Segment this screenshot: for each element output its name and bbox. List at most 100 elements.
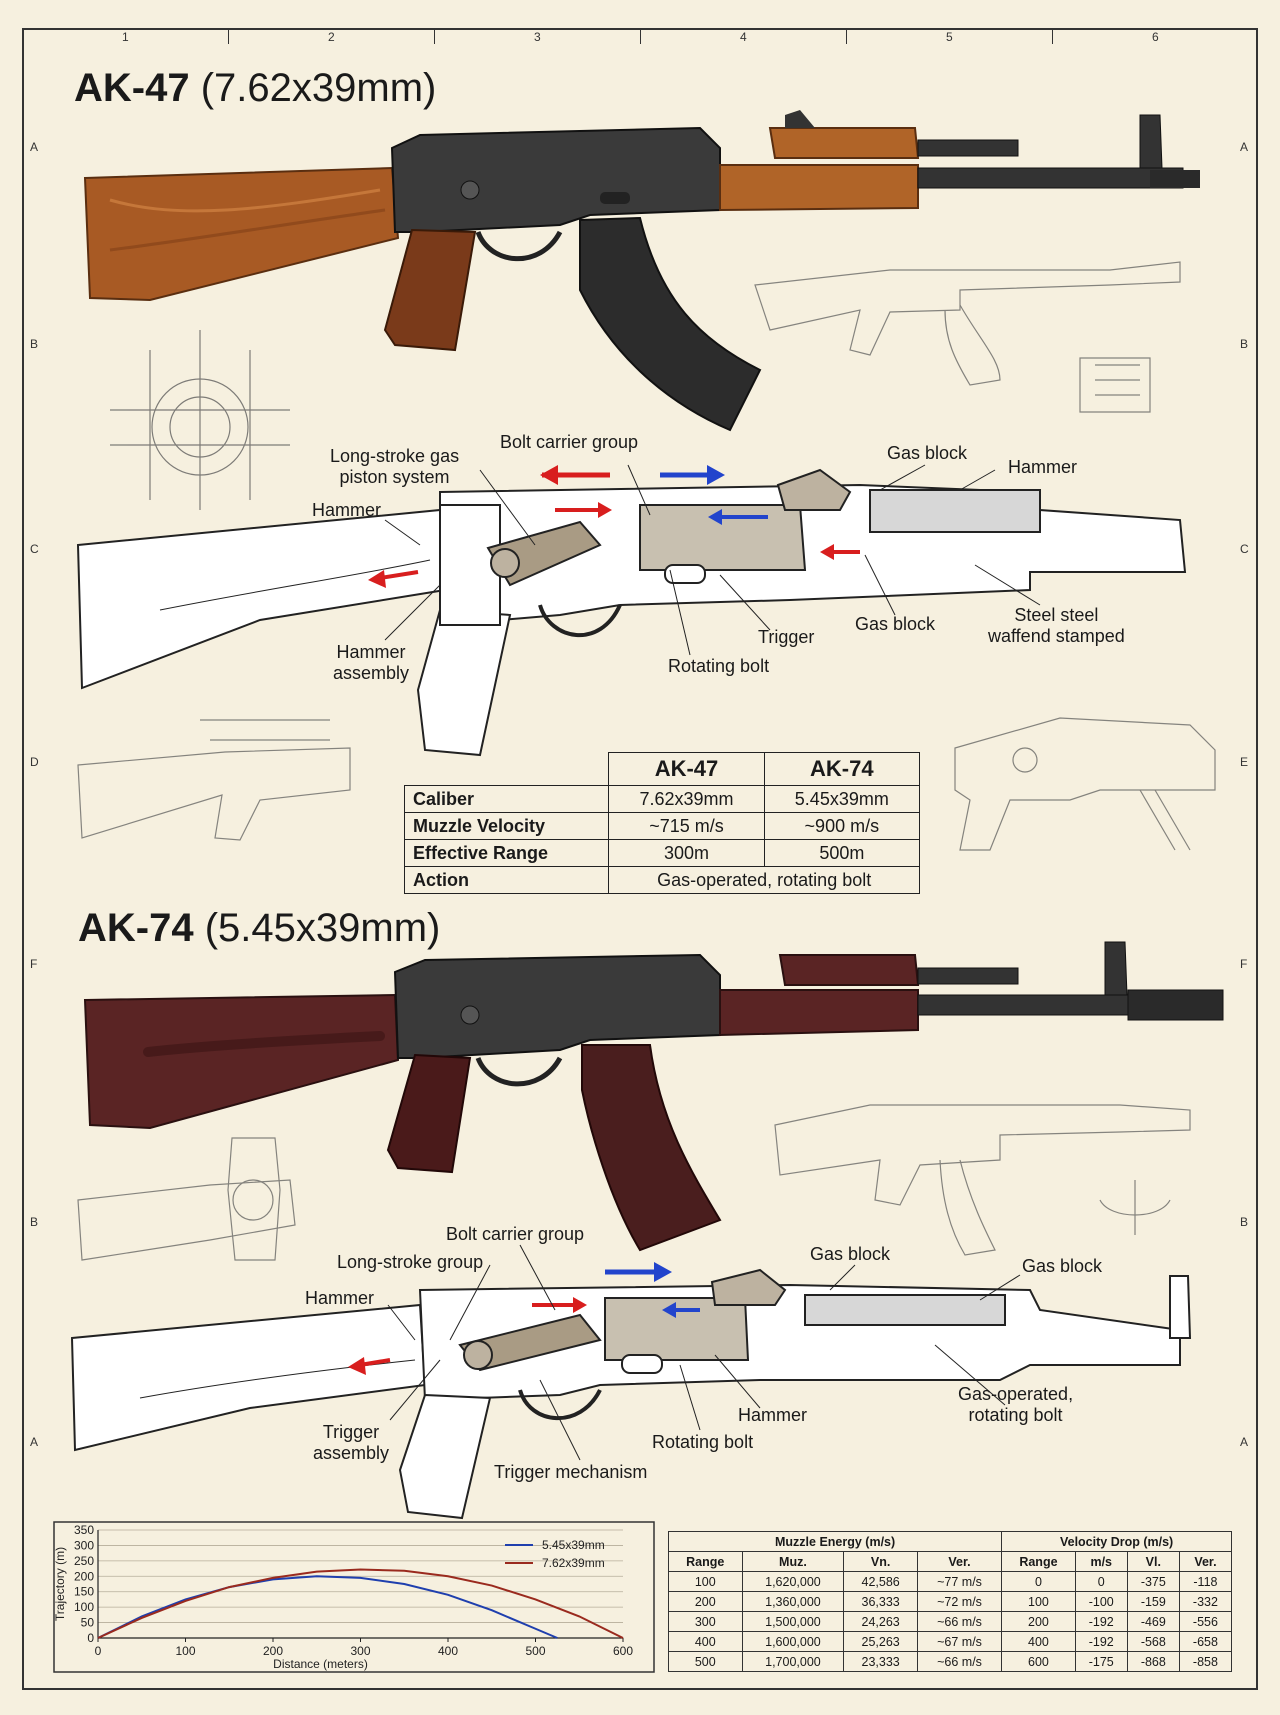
ak47-stock [83,166,400,302]
ballistics-cell: ~77 m/s [916,1571,1003,1592]
grid-column-label: 2 [328,30,335,44]
ak47-label-gas-block-bottom: Gas block [855,614,936,634]
grid-row-label-left: A [30,1435,39,1449]
ballistics-header-cell: m/s [1074,1551,1128,1572]
ballistics-cell: 42,586 [843,1571,918,1592]
ballistics-group-header: Velocity Drop (m/s) [1001,1531,1232,1552]
ballistics-cell: -568 [1126,1631,1180,1652]
ak74-label-hammer-bottom: Hammer [738,1405,808,1425]
ak74-pistol-grip [386,1053,472,1174]
ak47-title-caliber: (7.62x39mm) [200,66,437,110]
ak74-label-gas-block-a: Gas block [810,1244,891,1264]
ballistics-cell: 500 [668,1651,743,1672]
grid-column-tick [640,28,641,44]
ballistics-cell: ~66 m/s [916,1611,1003,1632]
series-line-7.62x39mm [97,1568,624,1639]
grid-column-label: 1 [122,30,129,44]
ak74-lower-handguard [719,989,919,1037]
ballistics-header-cell: Range [668,1551,743,1572]
ballistics-cell: -375 [1126,1571,1180,1592]
ak74-left-sketch [77,1137,296,1261]
ballistics-cell: 1,600,000 [741,1631,845,1652]
ak47-outline-sketch [754,261,1181,413]
spec-row-action: Action Gas-operated, rotating bolt [403,866,920,894]
x-tick-label: 600 [613,1644,633,1658]
ak47-label-hammer-assembly: Hammer assembly [333,642,410,683]
ak47-lower-handguard [719,164,919,212]
ak74-outline-sketch [774,1104,1191,1256]
grid-row-label-left: B [30,1215,39,1229]
grid-column-label: 4 [740,30,747,44]
bore-cross-section-sketch [110,330,290,510]
y-tick-label: 100 [74,1600,94,1614]
y-tick-label: 300 [74,1538,94,1552]
ballistics-cell: 1,620,000 [741,1571,845,1592]
ballistics-cell: 25,263 [843,1631,918,1652]
ballistics-header-cell: Ver. [1178,1551,1233,1572]
ballistics-header-cell: Vn. [843,1551,918,1572]
ballistics-cell: 400 [668,1631,743,1652]
ak74-upper-handguard [778,954,920,986]
ballistics-cell: 36,333 [843,1591,918,1612]
ak74-label-trigger-mechanism: Trigger mechanism [494,1462,648,1482]
ak47-pistol-grip [383,228,477,352]
ak47-label-hammer-left: Hammer [312,500,382,520]
spec-cell-ak47: ~715 m/s [608,812,765,840]
ballistics-table: Muzzle Energy (m/s) Velocity Drop (m/s) … [667,1531,1233,1672]
ak47-title: AK-47 (7.62x39mm) [74,66,436,110]
x-axis-label: Distance (meters) [273,1657,368,1671]
ballistics-cell: 200 [668,1591,743,1612]
x-tick-label: 0 [95,1644,102,1658]
ballistics-cell: 0 [1074,1571,1128,1592]
ak74-leader-lines [387,1244,1021,1461]
ak74-label-trigger-assembly: Trigger assembly [313,1422,390,1463]
spec-row-label: Muzzle Velocity [403,812,610,840]
ballistics-cell: 200 [1001,1611,1076,1632]
grid-row-label-right: B [1240,1215,1249,1229]
series-line-5.45x39mm [97,1575,558,1639]
spec-row-label: Effective Range [403,839,610,867]
spec-header-blank [404,752,610,786]
y-tick-label: 200 [74,1569,94,1583]
ballistics-cell: 1,500,000 [741,1611,845,1632]
grid-row-label-right: E [1240,755,1249,769]
ak74-label-gas-block-b: Gas block [1022,1256,1103,1276]
ballistics-cell: 23,333 [843,1651,918,1672]
x-tick-label: 100 [175,1644,195,1658]
grid-row-label-right: A [1240,1435,1249,1449]
chart-frame [53,1521,655,1673]
legend-label: 5.45x39mm [542,1538,605,1552]
ballistics-cell: 0 [1001,1571,1076,1592]
ak47-label-rotating-bolt: Rotating bolt [668,656,770,676]
ak47-label-steel: Steel steel waffend stamped [988,605,1125,646]
grid-row-label-left: C [30,542,39,556]
grid-column-tick [1052,28,1053,44]
spec-comparison-table: AK-47 AK-74 Caliber 7.62x39mm 5.45x39mm … [403,752,921,894]
x-tick-label: 500 [525,1644,545,1658]
ballistics-cell: 400 [1001,1631,1076,1652]
y-axis-label: Trajectory (m) [53,1547,67,1621]
ballistics-cell: -858 [1178,1651,1233,1672]
ak74-stock [83,993,400,1130]
ballistics-group-header-row: Muzzle Energy (m/s) Velocity Drop (m/s) [667,1531,1232,1552]
ak47-cutaway-diagram [76,468,1187,757]
ak74-label-rotating-bolt: Rotating bolt [652,1432,754,1452]
ballistics-cell: 100 [1001,1591,1076,1612]
y-tick-label: 50 [81,1616,95,1630]
grid-column-label: 3 [534,30,541,44]
ballistics-cell: -332 [1178,1591,1233,1612]
grid-row-label-right: F [1240,957,1248,971]
ballistics-header-cell: Ver. [916,1551,1003,1572]
ballistics-cell: 1,700,000 [741,1651,845,1672]
x-tick-label: 200 [263,1644,283,1658]
ak47-receiver [390,126,721,233]
ballistics-cell: 24,263 [843,1611,918,1632]
ak74-label-bolt-carrier: Bolt carrier group [446,1224,585,1244]
ak74-title-model: AK-74 [78,906,194,950]
spec-row-label: Caliber [403,785,610,813]
ak74-cutaway-diagram [70,1268,1192,1520]
